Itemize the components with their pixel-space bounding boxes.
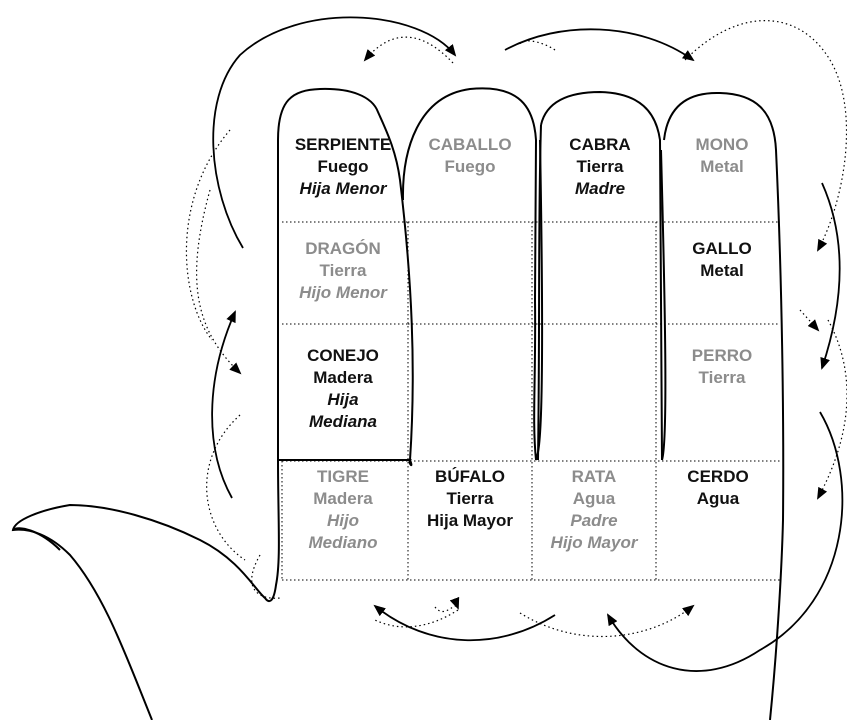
element-label: Metal [700,157,744,176]
family-role-label: Hija Mayor [427,511,513,530]
family-role-label: Madre [574,179,626,198]
cell-bufalo: BÚFALO Tierra Hija Mayor [408,466,532,532]
element-label: Fuego [317,157,369,176]
family-role-label: Padre [570,511,618,530]
cell-dragon: DRAGÓN Tierra Hijo Menor [281,238,405,304]
animal-label: GALLO [692,239,752,258]
animal-label: RATA [571,467,617,486]
grid-lines [281,221,780,581]
cell-gallo: GALLO Metal [660,238,784,282]
element-label: Tierra [446,489,494,508]
cell-tigre: TIGRE Madera Hijo Mediano [281,466,405,554]
family-role-label-cont: Mediana [308,412,378,431]
animal-label: CERDO [687,467,749,486]
element-label: Madera [313,489,373,508]
family-role-label: Hijo Menor [299,283,387,302]
hand-outline [11,87,785,720]
element-label: Agua [696,489,740,508]
cell-perro: PERRO Tierra [660,345,784,389]
family-role-label: Hijo [326,511,360,530]
solid-arrows [211,16,844,672]
animal-label: PERRO [691,346,753,365]
element-label: Agua [572,489,616,508]
animal-label: CABRA [569,135,631,154]
animal-label: TIGRE [317,467,369,486]
animal-label: BÚFALO [435,467,505,486]
cell-cerdo: CERDO Agua [656,466,780,510]
cell-cabra: CABRA Tierra Madre [538,134,662,200]
element-label: Tierra [319,261,367,280]
element-label: Fuego [444,157,496,176]
family-role-label-cont: Hijo Mayor [550,533,638,552]
animal-label: MONO [695,135,749,154]
animal-label: CABALLO [428,135,512,154]
cell-rata: RATA Agua Padre Hijo Mayor [532,466,656,554]
animal-label: DRAGÓN [305,239,381,258]
cell-serpiente: SERPIENTE Fuego Hija Menor [281,134,405,200]
family-role-label: Hija [327,390,359,409]
animal-label: CONEJO [307,346,379,365]
dotted-arrows [185,20,847,638]
cell-conejo: CONEJO Madera Hija Mediana [281,345,405,433]
family-role-label: Hija Menor [299,179,387,198]
cell-mono: MONO Metal [660,134,784,178]
family-role-label-cont: Mediano [308,533,378,552]
element-label: Metal [700,261,744,280]
cell-caballo: CABALLO Fuego [408,134,532,178]
element-label: Madera [313,368,373,387]
animal-label: SERPIENTE [294,135,392,154]
element-label: Tierra [698,368,746,387]
element-label: Tierra [576,157,624,176]
